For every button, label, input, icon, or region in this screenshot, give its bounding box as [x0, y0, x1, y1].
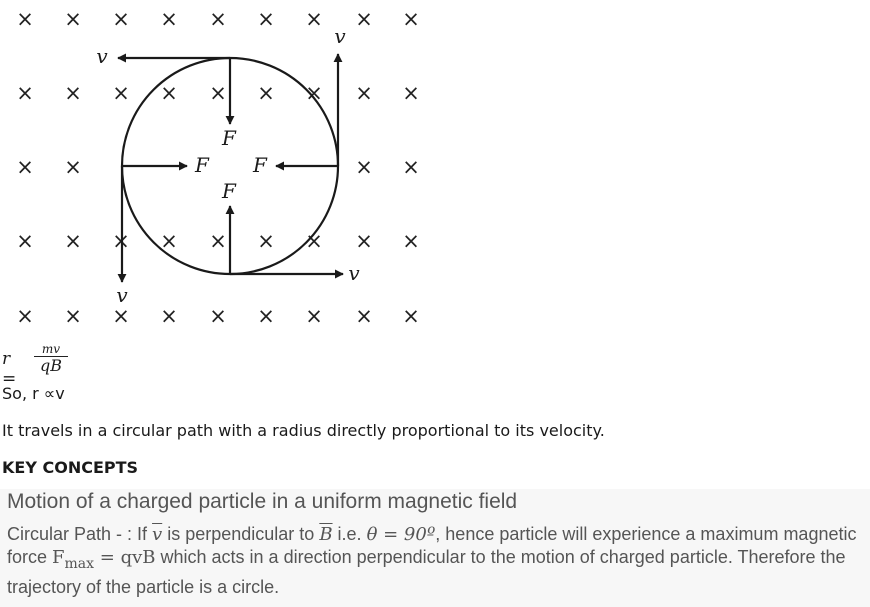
field-cross: × — [355, 81, 373, 105]
concept-body: Circular Path - : If v is perpendicular … — [7, 523, 867, 599]
field-cross: × — [112, 7, 130, 31]
concept-text: , hence particle will experience a maxim… — [7, 524, 857, 567]
field-cross: × — [16, 7, 34, 31]
field-cross: × — [402, 229, 420, 253]
force-label-right: F — [252, 153, 268, 177]
velocity-label-left: v — [116, 283, 128, 307]
field-cross: × — [209, 81, 227, 105]
field-cross: × — [64, 304, 82, 328]
field-cross: × — [209, 304, 227, 328]
theta-equation: θ = 90º — [366, 524, 436, 545]
field-cross: × — [305, 229, 323, 253]
velocity-label-bottom: v — [348, 261, 360, 285]
formula-fraction: mv qB — [34, 343, 68, 374]
formula-denominator: qB — [40, 356, 62, 375]
conclusion-text: It travels in a circular path with a rad… — [2, 421, 605, 440]
key-concepts-heading: KEY CONCEPTS — [2, 458, 139, 477]
field-cross: × — [257, 229, 275, 253]
circular-motion-diagram: ××××××××××××××××××××××××××××××××××××××××… — [16, 7, 420, 328]
formula-lhs: r = — [2, 349, 17, 389]
field-cross: × — [305, 304, 323, 328]
field-cross: × — [16, 155, 34, 179]
fraction-bar — [34, 356, 68, 357]
field-cross: × — [160, 229, 178, 253]
field-cross: × — [64, 155, 82, 179]
field-cross: × — [257, 7, 275, 31]
field-cross: × — [16, 229, 34, 253]
field-cross: × — [112, 81, 130, 105]
field-cross: × — [160, 81, 178, 105]
fmax-equation: = qvB — [94, 547, 156, 568]
fmax-subscript: max — [64, 556, 95, 572]
proportionality-statement: So, r ∝v — [2, 384, 65, 403]
concept-text: which acts in a direction perpendicular … — [7, 547, 846, 597]
field-cross: × — [355, 229, 373, 253]
velocity-label-top: v — [96, 44, 108, 68]
concept-text: i.e. — [332, 524, 367, 544]
magnetic-field-crosses: ×××××××××××××××××××××××××××××××××××××××× — [16, 7, 420, 328]
velocity-vector: v — [152, 524, 163, 545]
field-cross: × — [402, 81, 420, 105]
field-cross: × — [209, 7, 227, 31]
field-cross: × — [402, 155, 420, 179]
field-cross: × — [355, 155, 373, 179]
field-cross: × — [305, 7, 323, 31]
concept-text: Circular Path - : If — [7, 524, 153, 544]
field-cross: × — [64, 81, 82, 105]
field-cross: × — [257, 304, 275, 328]
field-vector: B — [319, 524, 333, 545]
field-cross: × — [209, 229, 227, 253]
force-arrows — [122, 58, 338, 274]
field-cross: × — [160, 304, 178, 328]
field-cross: × — [355, 7, 373, 31]
field-cross: × — [402, 7, 420, 31]
concept-text: is perpendicular to — [162, 524, 320, 544]
formula-numerator: mv — [41, 342, 61, 356]
field-cross: × — [112, 304, 130, 328]
force-label-top: F — [221, 126, 237, 150]
field-cross: × — [305, 81, 323, 105]
field-cross: × — [16, 81, 34, 105]
field-cross: × — [402, 304, 420, 328]
concept-title: Motion of a charged particle in a unifor… — [7, 490, 518, 513]
velocity-label-right: v — [334, 24, 346, 48]
velocity-arrows — [117, 53, 344, 283]
field-cross: × — [64, 7, 82, 31]
field-cross: × — [257, 81, 275, 105]
field-cross: × — [16, 304, 34, 328]
field-cross: × — [64, 229, 82, 253]
field-cross: × — [160, 7, 178, 31]
force-label-bottom: F — [221, 179, 237, 203]
concept-card: Motion of a charged particle in a unifor… — [0, 489, 870, 607]
fmax-symbol: F — [52, 547, 65, 568]
field-cross: × — [355, 304, 373, 328]
force-label-left: F — [194, 153, 210, 177]
